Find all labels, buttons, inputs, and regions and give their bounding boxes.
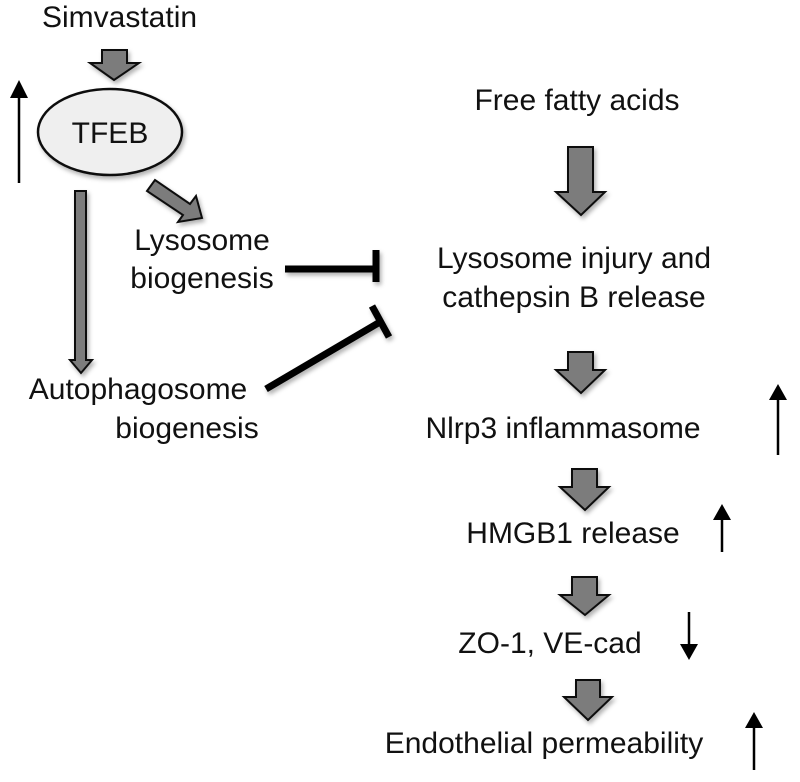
hmgb1-to-zo1-arrow: [557, 576, 612, 617]
simvastatin-label: Simvastatin: [42, 1, 197, 34]
tfeb-node: [36, 87, 184, 177]
tfeb-up-arrow-icon: [10, 80, 28, 183]
free-fatty-acids-label: Free fatty acids: [474, 84, 679, 117]
lysosome-biogenesis-inhibits-injury: [285, 250, 380, 282]
zo1-vecad-label: ZO-1, VE-cad: [458, 627, 641, 660]
tfeb-to-autophagosome-arrow: [67, 190, 95, 375]
nlrp3-up-arrow-icon: [769, 384, 787, 455]
hmgb1-up-arrow-icon: [713, 504, 731, 552]
autophagosome-biogenesis-label-line2: biogenesis: [115, 412, 258, 445]
tfeb-label: TFEB: [72, 117, 149, 150]
simvastatin-to-tfeb-arrow: [86, 49, 143, 82]
hmgb1-label: HMGB1 release: [466, 517, 679, 550]
lysosome-biogenesis-label-line1: Lysosome: [134, 224, 270, 257]
autophagosome-biogenesis-label-line1: Autophagosome: [29, 373, 248, 406]
endothelial-permeability-label: Endothelial permeability: [385, 727, 704, 760]
tfeb-to-lysosome-biogenesis-arrow: [145, 178, 204, 224]
injury-to-nlrp3-arrow: [553, 351, 608, 395]
zo1-to-permeability-arrow: [561, 679, 615, 722]
permeability-up-arrow-icon: [745, 712, 763, 770]
zo1-down-arrow-icon: [680, 612, 698, 660]
nlrp3-to-hmgb1-arrow: [557, 468, 612, 512]
lysosome-injury-label-line2: cathepsin B release: [442, 281, 706, 314]
lysosome-injury-label-line1: Lysosome injury and: [437, 242, 711, 275]
ffa-to-lysosome-injury-arrow: [553, 146, 608, 217]
autophagosome-biogenesis-inhibits-injury: [264, 304, 393, 393]
nlrp3-label: Nlrp3 inflammasome: [425, 412, 700, 445]
lysosome-biogenesis-label-line2: biogenesis: [130, 262, 273, 295]
